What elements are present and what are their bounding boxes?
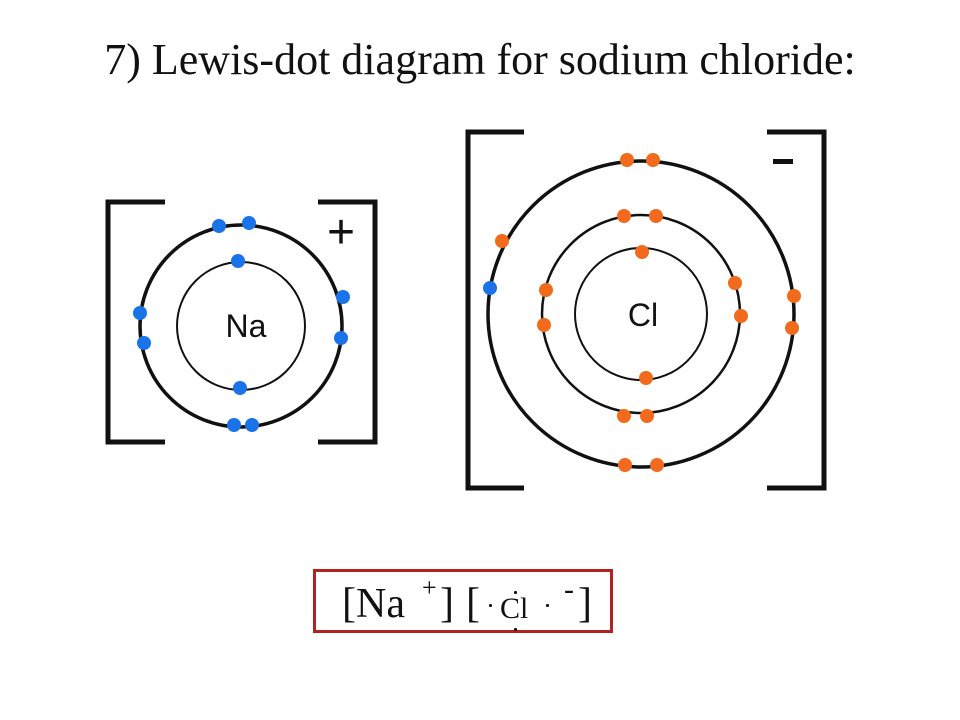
sodium-electron: [212, 219, 226, 233]
formula-cation-open: [Na: [342, 581, 405, 627]
sodium-electron: [336, 290, 350, 304]
chlorine-electron: [649, 209, 663, 223]
chlorine-electron: [646, 153, 660, 167]
sodium-bracket: [105, 199, 378, 445]
chlorine-bracket-left: [465, 129, 524, 491]
transferred-electron: [483, 281, 497, 295]
sodium-electron: [233, 381, 247, 395]
chlorine-electron: [639, 371, 653, 385]
chlorine-ring-outer: [486, 159, 796, 469]
sodium-electron: [334, 331, 348, 345]
sodium-symbol: Na: [226, 308, 267, 344]
chlorine-electron: [787, 289, 801, 303]
chlorine-bracket: [465, 129, 827, 491]
chlorine-electron: [650, 458, 664, 472]
chlorine-electron: [495, 234, 509, 248]
chlorine-electron: [539, 283, 553, 297]
sodium-charge: +: [327, 206, 355, 259]
ionic-formula-box: [Na + ] [ Cl - ]: [313, 569, 613, 633]
chlorine-electron: [728, 276, 742, 290]
chlorine-electron: [618, 458, 632, 472]
sodium-electron: [231, 254, 245, 268]
sodium-electron: [133, 306, 147, 320]
chlorine-electron: [785, 321, 799, 335]
chlorine-electrons: [495, 153, 801, 472]
chlorine-electron: [617, 209, 631, 223]
chlorine-charge: [773, 159, 793, 164]
sodium-bracket-left: [105, 199, 165, 445]
sodium-electron: [245, 418, 259, 432]
chlorine-electron: [640, 409, 654, 423]
chlorine-electron: [617, 409, 631, 423]
chlorine-electron: [620, 153, 634, 167]
formula-cation-charge: +: [422, 573, 437, 602]
chlorine-electron: [734, 309, 748, 323]
chlorine-electron: [537, 318, 551, 332]
formula-anion-symbol: Cl: [500, 592, 529, 625]
chlorine-bracket-right: [767, 129, 827, 491]
chlorine-symbol: Cl: [628, 297, 658, 333]
sodium-bracket-right: [318, 199, 378, 445]
sodium-electrons: [133, 216, 350, 432]
chlorine-electron: [635, 245, 649, 259]
sodium-electron: [137, 336, 151, 350]
sodium-ring-outer: [138, 223, 344, 429]
formula-cation-close: ]: [440, 581, 454, 627]
formula-anion-open: [: [466, 581, 480, 627]
page-title: 7) Lewis-dot diagram for sodium chloride…: [104, 35, 856, 84]
sodium-electron: [227, 418, 241, 432]
formula-anion-close: ]: [578, 581, 592, 627]
sodium-electron: [242, 216, 256, 230]
formula-anion-charge: -: [564, 573, 574, 606]
